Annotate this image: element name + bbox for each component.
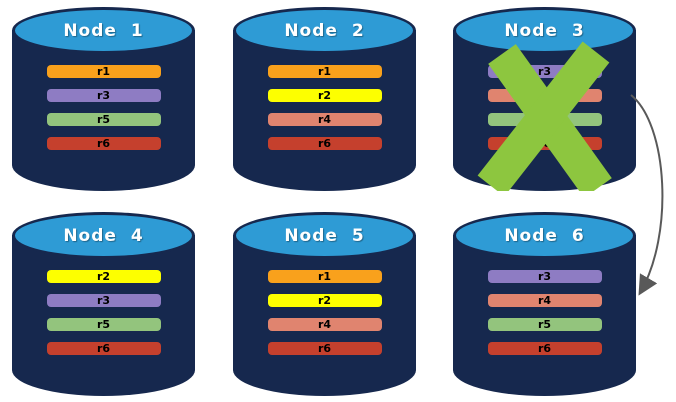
replica-bar: r2 bbox=[267, 89, 382, 102]
node-1-cylinder-top: Node 1 bbox=[12, 7, 195, 54]
node-1-title: Node 1 bbox=[63, 20, 144, 41]
node-3-replica-list: r3 r4 r5 r6 bbox=[453, 65, 636, 150]
node-5: Node 5 r1 r2 r4 r6 bbox=[233, 212, 416, 396]
node-4: Node 4 r2 r3 r5 r6 bbox=[12, 212, 195, 396]
node-2-replica-list: r1 r2 r4 r6 bbox=[233, 65, 416, 150]
replica-bar: r6 bbox=[46, 342, 161, 355]
replica-bar: r5 bbox=[46, 113, 161, 126]
node-4-cylinder-body bbox=[12, 235, 195, 396]
replica-bar: r6 bbox=[267, 342, 382, 355]
node-1-replica-list: r1 r3 r5 r6 bbox=[12, 65, 195, 150]
replica-bar: r1 bbox=[46, 65, 161, 78]
node-2-cylinder-body bbox=[233, 30, 416, 191]
node-2: Node 2 r1 r2 r4 r6 bbox=[233, 7, 416, 191]
replica-bar: r6 bbox=[487, 342, 602, 355]
replica-bar: r4 bbox=[267, 318, 382, 331]
replica-bar: r3 bbox=[46, 89, 161, 102]
replica-bar: r6 bbox=[267, 137, 382, 150]
node-3-title: Node 3 bbox=[504, 20, 585, 41]
node-4-title: Node 4 bbox=[63, 225, 144, 246]
node-2-cylinder-top: Node 2 bbox=[233, 7, 416, 54]
replica-bar: r3 bbox=[487, 65, 602, 78]
replica-bar: r5 bbox=[46, 318, 161, 331]
replica-bar: r4 bbox=[487, 294, 602, 307]
node-5-replica-list: r1 r2 r4 r6 bbox=[233, 270, 416, 355]
node-3-cylinder-top: Node 3 bbox=[453, 7, 636, 54]
replica-bar: r5 bbox=[487, 318, 602, 331]
replica-bar: r5 bbox=[487, 113, 602, 126]
node-1: Node 1 r1 r3 r5 r6 bbox=[12, 7, 195, 191]
replica-bar: r6 bbox=[487, 137, 602, 150]
replica-bar: r2 bbox=[46, 270, 161, 283]
node-6: Node 6 r3 r4 r5 r6 bbox=[453, 212, 636, 396]
node-6-replica-list: r3 r4 r5 r6 bbox=[453, 270, 636, 355]
replica-bar: r4 bbox=[267, 113, 382, 126]
node-5-cylinder-top: Node 5 bbox=[233, 212, 416, 259]
replica-bar: r3 bbox=[487, 270, 602, 283]
replica-bar: r2 bbox=[267, 294, 382, 307]
node-6-cylinder-top: Node 6 bbox=[453, 212, 636, 259]
node-3: Node 3 r3 r4 r5 r6 bbox=[453, 7, 636, 191]
replica-bar: r4 bbox=[487, 89, 602, 102]
replica-bar: r3 bbox=[46, 294, 161, 307]
replica-bar: r1 bbox=[267, 65, 382, 78]
node-6-title: Node 6 bbox=[504, 225, 585, 246]
node-4-cylinder-top: Node 4 bbox=[12, 212, 195, 259]
node-5-cylinder-body bbox=[233, 235, 416, 396]
replica-bar: r1 bbox=[267, 270, 382, 283]
node-4-replica-list: r2 r3 r5 r6 bbox=[12, 270, 195, 355]
node-2-title: Node 2 bbox=[284, 20, 365, 41]
node-6-cylinder-body bbox=[453, 235, 636, 396]
replica-bar: r6 bbox=[46, 137, 161, 150]
node-1-cylinder-body bbox=[12, 30, 195, 191]
node-5-title: Node 5 bbox=[284, 225, 365, 246]
